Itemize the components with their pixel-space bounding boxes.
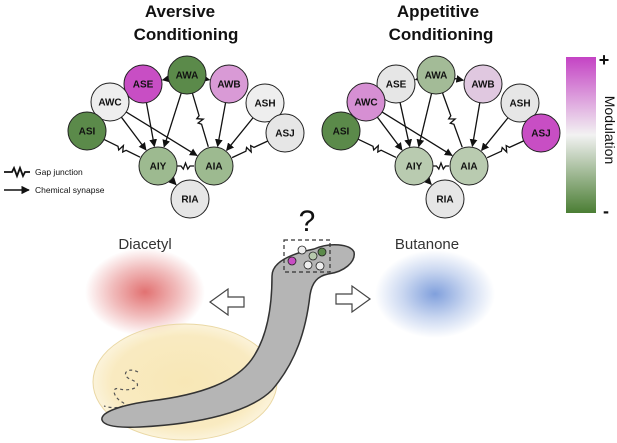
- appetitive-edge-aiy-aia-gap-junction: [433, 161, 449, 171]
- appetitive-node-label-ash: ASH: [509, 99, 530, 110]
- aversive-edge-awa-awb-synapse: [201, 74, 211, 83]
- appetitive-edge-aiy-ria-synapse: [423, 176, 432, 185]
- appetitive-node-label-ria: RIA: [436, 195, 453, 206]
- appetitive-node-awa: [416, 55, 456, 95]
- head-neuron-5: [303, 260, 313, 270]
- appetitive-node-aiy: [394, 146, 434, 186]
- aversive-node-label-awb: AWB: [217, 80, 240, 91]
- appetitive-edge-awa-aia-gap-junction: [441, 92, 463, 148]
- aversive-node-label-ase: ASE: [133, 80, 154, 91]
- appetitive-edge-asj-aia-gap-junction: [486, 140, 524, 159]
- appetitive-node-label-asi: ASI: [333, 127, 350, 138]
- aversive-edge-awa-aiy-synapse: [162, 92, 182, 148]
- appetitive-edge-ash-aia-synapse: [481, 117, 509, 152]
- aversive-edge-aiy-ria-synapse: [168, 176, 177, 186]
- aversive-node-label-aiy: AIY: [150, 162, 167, 173]
- appetitive-node-label-aiy: AIY: [406, 162, 423, 173]
- appetitive-node-label-ase: ASE: [386, 80, 407, 91]
- aversive-edge-awb-aia-synapse: [215, 102, 227, 148]
- appetitive-edge-awa-awb-synapse: [454, 75, 465, 83]
- aversive-node-ria: [170, 179, 210, 219]
- aversive-node-asi: [67, 111, 107, 151]
- head-neuron-1: [287, 256, 297, 266]
- modulation-scale: + Modulation -: [566, 50, 617, 221]
- legend-chemical-synapse: Chemical synapse: [35, 185, 105, 195]
- right-arrow-icon: [335, 284, 372, 314]
- aversive-node-awa: [167, 55, 207, 95]
- appetitive-edge-awa-aiy-synapse: [416, 93, 433, 148]
- appetitive-edge-awc-aiy-synapse: [376, 116, 403, 151]
- head-neuron-2: [297, 245, 307, 255]
- butanone-label: Butanone: [395, 236, 459, 253]
- appetitive-node-label-aia: AIA: [460, 162, 477, 173]
- appetitive-node-aia: [449, 146, 489, 186]
- appetitive-node-label-awc: AWC: [354, 98, 377, 109]
- appetitive-title-line1: Appetitive: [397, 2, 479, 21]
- head-neuron-6: [315, 261, 325, 271]
- aversive-node-awc: [90, 82, 130, 122]
- butanone-cloud: [375, 250, 495, 338]
- aversive-edge-awa-ase-synapse: [161, 74, 171, 83]
- head-neuron-4: [317, 247, 327, 257]
- appetitive-node-awc: [346, 82, 386, 122]
- aversive-node-asj: [265, 113, 305, 153]
- scale-plus: +: [599, 50, 610, 70]
- scale-minus: -: [603, 201, 609, 221]
- aversive-node-label-asj: ASJ: [275, 129, 294, 140]
- aversive-node-label-asi: ASI: [79, 127, 96, 138]
- aversive-edge-awc-aia-synapse: [125, 111, 198, 157]
- aversive-node-label-ria: RIA: [181, 195, 198, 206]
- aversive-network: ASE AWA AWB AWC ASH ASI ASJ AIY AIA RIA: [67, 55, 305, 219]
- aversive-edge-awc-aiy-synapse: [120, 116, 147, 151]
- appetitive-edge-asi-aiy-gap-junction: [357, 138, 397, 158]
- zoom-box: [283, 239, 331, 273]
- appetitive-edge-ase-aiy-synapse: [399, 102, 413, 148]
- appetitive-edge-awb-aia-synapse: [469, 102, 481, 148]
- appetitive-node-awb: [463, 64, 503, 104]
- question-mark: ?: [299, 205, 316, 238]
- aversive-edge-asi-aiy-gap-junction: [103, 138, 141, 158]
- appetitive-node-ria: [425, 179, 465, 219]
- appetitive-node-label-awb: AWB: [471, 80, 494, 91]
- aversive-edge-aiy-aia-gap-junction: [177, 161, 194, 171]
- aversive-node-ase: [123, 64, 163, 104]
- diacetyl-cloud: [85, 248, 205, 336]
- aversive-node-label-awa: AWA: [176, 71, 199, 82]
- head-neuron-3: [308, 251, 318, 261]
- left-arrow-icon: [208, 287, 245, 317]
- aversive-edge-ase-aiy-synapse: [145, 102, 157, 148]
- appetitive-node-label-awa: AWA: [425, 71, 448, 82]
- aversive-node-label-aia: AIA: [205, 162, 222, 173]
- diacetyl-label: Diacetyl: [118, 236, 171, 253]
- appetitive-node-label-asj: ASJ: [531, 129, 550, 140]
- appetitive-node-ase: [376, 64, 416, 104]
- aversive-edge-ash-aia-synapse: [226, 117, 254, 152]
- legend: Gap junction Chemical synapse: [4, 165, 105, 195]
- worm-body: [101, 244, 355, 428]
- aversive-title-line2: Conditioning: [134, 25, 239, 44]
- modulation-colorbar: [566, 57, 596, 213]
- aversive-node-ash: [245, 83, 285, 123]
- aversive-title-line1: Aversive: [145, 2, 215, 21]
- aversive-node-aia: [194, 146, 234, 186]
- aversive-node-label-ash: ASH: [254, 99, 275, 110]
- appetitive-node-asi: [321, 111, 361, 151]
- appetitive-edge-awc-aia-synapse: [381, 111, 453, 156]
- appetitive-node-asj: [521, 113, 561, 153]
- aversive-node-aiy: [138, 146, 178, 186]
- legend-gap-junction: Gap junction: [35, 167, 83, 177]
- gap-junction-symbol: [4, 165, 30, 179]
- appetitive-node-ash: [500, 83, 540, 123]
- aversive-edge-awa-aia-gap-junction: [191, 93, 209, 147]
- appetitive-title-line2: Conditioning: [389, 25, 494, 44]
- aversive-node-awb: [209, 64, 249, 104]
- aversive-node-label-awc: AWC: [98, 98, 121, 109]
- appetitive-network: ASE AWA AWB AWC ASH ASI ASJ AIY AIA RIA: [321, 55, 561, 219]
- aversive-edge-asj-aia-gap-junction: [231, 140, 269, 159]
- scale-label: Modulation: [602, 96, 617, 165]
